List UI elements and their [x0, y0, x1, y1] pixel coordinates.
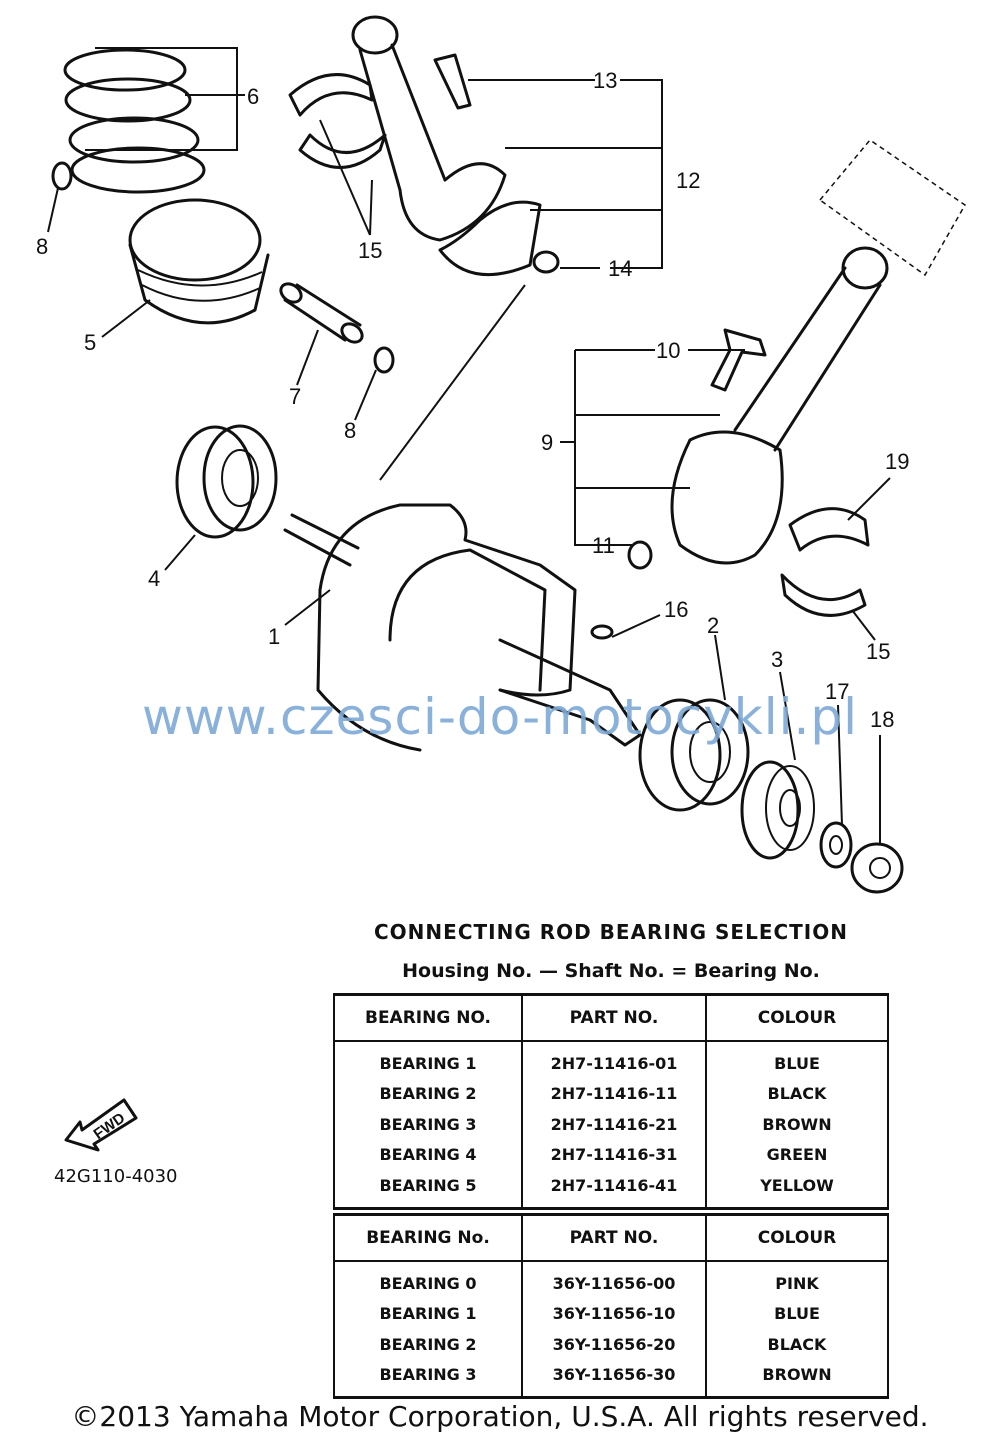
table-cell: BLACK	[705, 1329, 889, 1360]
connecting-rod-upper	[351, 15, 542, 277]
callout-19: 19	[885, 449, 909, 474]
table-cell: BEARING 0	[333, 1268, 523, 1299]
selection-title: CONNECTING ROD BEARING SELECTION	[374, 920, 848, 944]
crankshaft	[283, 503, 642, 752]
callout-8-left: 8	[36, 234, 48, 259]
callout-1: 1	[268, 624, 280, 649]
forward-arrow-icon: FWD	[64, 1098, 138, 1152]
piston	[128, 198, 270, 325]
column-header: BEARING No.	[333, 1214, 523, 1262]
table-cell: BEARING 3	[333, 1109, 523, 1140]
callout-15-upper: 15	[358, 238, 382, 263]
callout-5: 5	[84, 330, 96, 355]
piston-pin	[279, 282, 364, 344]
callout-7: 7	[289, 384, 301, 409]
table-cell: BLACK	[705, 1078, 889, 1109]
exploded-parts-diagram: 1 2 3 4 5 6 7 8 8 9 10 11 12 13 14 15 15…	[36, 15, 966, 894]
watermark-url: www.czesci-do-motocykli.pl	[141, 688, 859, 746]
primary-drive-gear	[740, 760, 815, 860]
table-cell: 36Y-11656-30	[521, 1359, 707, 1390]
crank-bearing-left	[175, 424, 278, 539]
table-row: BEARING 3 2H7-11416-21 BROWN	[333, 1109, 889, 1140]
column-header: BEARING NO.	[333, 994, 523, 1042]
rod-bearing-shells-lower	[780, 507, 870, 617]
circlip-right	[373, 346, 395, 374]
circlip-left	[51, 161, 73, 191]
table-cell: BLUE	[705, 1298, 889, 1329]
lock-washer	[819, 821, 853, 869]
table-cell: 2H7-11416-41	[521, 1170, 707, 1201]
callout-16: 16	[664, 597, 688, 622]
crank-bearing-right	[638, 698, 750, 812]
callout-15-lower: 15	[866, 639, 890, 664]
bearing-table-1: BEARING NO. PART NO. COLOUR BEARING 1 2H…	[333, 993, 889, 1210]
rod-nut-right	[627, 540, 653, 570]
table-row: BEARING 2 36Y-11656-20 BLACK	[333, 1329, 889, 1360]
callout-6: 6	[247, 84, 259, 109]
table-cell: BROWN	[705, 1109, 889, 1140]
table-cell: BEARING 3	[333, 1359, 523, 1390]
selection-formula: Housing No. — Shaft No. = Bearing No.	[402, 960, 820, 982]
table-header-row: BEARING NO. PART NO. COLOUR	[333, 994, 889, 1042]
table-cell: 2H7-11416-11	[521, 1078, 707, 1109]
table-cell: PINK	[705, 1268, 889, 1299]
table-cell: 2H7-11416-21	[521, 1109, 707, 1140]
callout-12: 12	[676, 168, 700, 193]
callout-8-right: 8	[344, 418, 356, 443]
diagram-reference-code: 42G110-4030	[54, 1166, 178, 1187]
woodruff-key	[590, 624, 614, 640]
copyright-notice: ©2013 Yamaha Motor Corporation, U.S.A. A…	[71, 1400, 929, 1433]
table-row: BEARING 1 36Y-11656-10 BLUE	[333, 1298, 889, 1329]
table-cell: BROWN	[705, 1359, 889, 1390]
callout-numbers: 1 2 3 4 5 6 7 8 8 9 10 11 12 13 14 15 15…	[36, 68, 909, 732]
table-cell: BEARING 5	[333, 1170, 523, 1201]
column-header: PART NO.	[521, 994, 707, 1042]
callout-10: 10	[656, 338, 680, 363]
crank-nut	[850, 842, 904, 894]
fwd-label: FWD	[91, 1109, 129, 1143]
callout-17: 17	[825, 679, 849, 704]
table-cell: 2H7-11416-31	[521, 1139, 707, 1170]
table-cell: BEARING 2	[333, 1078, 523, 1109]
column-header: COLOUR	[705, 1214, 889, 1262]
table-row: BEARING 4 2H7-11416-31 GREEN	[333, 1139, 889, 1170]
table-cell: 36Y-11656-20	[521, 1329, 707, 1360]
table-cell: BEARING 2	[333, 1329, 523, 1360]
callout-11: 11	[592, 533, 615, 558]
bearing-table-2: BEARING No. PART NO. COLOUR BEARING 0 36…	[333, 1213, 889, 1399]
rod-bolt-upper	[433, 53, 472, 110]
table-cell: 2H7-11416-01	[521, 1048, 707, 1079]
connecting-rod-right	[670, 138, 966, 565]
table-cell: GREEN	[705, 1139, 889, 1170]
table-cell: 36Y-11656-00	[521, 1268, 707, 1299]
callout-2: 2	[707, 613, 719, 638]
table-cell: 36Y-11656-10	[521, 1298, 707, 1329]
table-row: BEARING 0 36Y-11656-00 PINK	[333, 1268, 889, 1299]
table-row: BEARING 3 36Y-11656-30 BROWN	[333, 1359, 889, 1390]
leader-lines	[47, 47, 891, 845]
table-cell: BEARING 1	[333, 1048, 523, 1079]
table-cell: BEARING 4	[333, 1139, 523, 1170]
piston-rings	[63, 48, 206, 194]
rod-nut	[532, 250, 560, 274]
table-cell: BLUE	[705, 1048, 889, 1079]
column-header: PART NO.	[521, 1214, 707, 1262]
table-row: BEARING 1 2H7-11416-01 BLUE	[333, 1048, 889, 1079]
callout-3: 3	[771, 647, 783, 672]
rod-bolt-right	[710, 328, 767, 392]
callout-4: 4	[148, 566, 160, 591]
callout-9: 9	[541, 430, 553, 455]
table-cell: BEARING 1	[333, 1298, 523, 1329]
callout-13: 13	[593, 68, 617, 93]
table-row: BEARING 5 2H7-11416-41 YELLOW	[333, 1170, 889, 1201]
table-cell: YELLOW	[705, 1170, 889, 1201]
callout-18: 18	[870, 707, 894, 732]
column-header: COLOUR	[705, 994, 889, 1042]
table-header-row: BEARING No. PART NO. COLOUR	[333, 1214, 889, 1262]
callout-14: 14	[608, 256, 632, 281]
table-row: BEARING 2 2H7-11416-11 BLACK	[333, 1078, 889, 1109]
